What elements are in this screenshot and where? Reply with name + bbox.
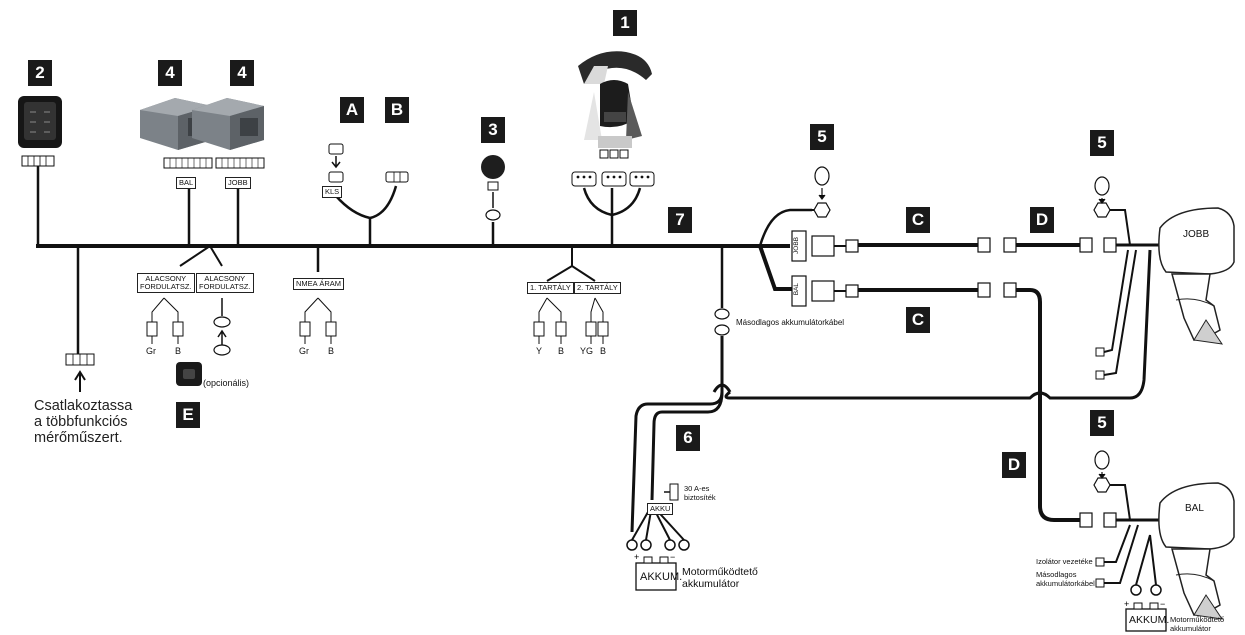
label-bal-connector: BAL xyxy=(793,283,800,296)
callout-1: 1 xyxy=(613,10,637,36)
callout-A: A xyxy=(340,97,364,123)
svg-text:+: + xyxy=(1124,599,1129,609)
outboard-engine-bal xyxy=(1158,482,1235,620)
callout-6: 6 xyxy=(676,425,700,451)
gauge-note-line-1: Csatlakoztassa xyxy=(34,398,133,414)
callout-5: 5 xyxy=(810,124,834,150)
battery-label-1: AKKUM. xyxy=(640,571,683,583)
svg-text:−: − xyxy=(670,552,675,562)
wire-yg: YG xyxy=(580,346,594,356)
callout-D: D xyxy=(1030,207,1054,233)
label-jobb-connector: JOBB xyxy=(793,237,800,254)
wire-gr: Gr xyxy=(299,346,309,356)
wire-b: B xyxy=(175,346,182,356)
engine-battery-2 xyxy=(1125,608,1167,632)
label-nmea: NMEA ÁRAM xyxy=(293,278,345,290)
engine-battery-2-note-line-2: akkumulátor xyxy=(1170,624,1211,633)
wire-y: Y xyxy=(536,346,543,356)
callout-E: E xyxy=(176,402,200,428)
control-head xyxy=(578,51,652,148)
engine-battery-note-line-2: akkumulátor xyxy=(682,578,740,590)
fuse-note-line-2: biztosíték xyxy=(684,493,716,502)
isolator-wire-note: Izolátor vezetéke xyxy=(1036,557,1093,566)
label-jobb-module: JOBB xyxy=(225,177,251,189)
wire-b: B xyxy=(328,346,335,356)
label-tank-2: 2. TARTÁLY xyxy=(574,282,621,294)
label-low-speed-1: ALACSONY FORDULATSZ. xyxy=(137,273,195,293)
callout-C: C xyxy=(906,207,930,233)
wire-b: B xyxy=(558,346,565,356)
label-low-speed-2: ALACSONY FORDULATSZ. xyxy=(196,273,254,293)
label-tank-1: 1. TARTÁLY xyxy=(527,282,574,294)
battery-label-2: AKKUM. xyxy=(1129,614,1170,626)
secondary-cable-note-line-1: Másodlagos xyxy=(1036,570,1077,579)
control-module-jobb xyxy=(192,98,264,150)
callout-7: 7 xyxy=(668,207,692,233)
label-bal-module: BAL xyxy=(176,177,197,189)
gauge-note-line-3: mérőműszert. xyxy=(34,430,123,446)
label-akku: AKKU xyxy=(647,503,674,515)
round-sensor xyxy=(481,155,505,179)
engine-battery-note-line-1: Motorműködtető xyxy=(682,566,758,578)
optional-note: (opcionális) xyxy=(203,378,250,388)
callout-4: 4 xyxy=(158,60,182,86)
outboard-engine-jobb xyxy=(1158,207,1235,345)
engine-label-jobb: JOBB xyxy=(1183,229,1210,240)
secondary-battery-cable-note: Másodlagos akkumulátorkábel xyxy=(736,318,845,327)
svg-text:+: + xyxy=(634,552,639,562)
callout-5: 5 xyxy=(1090,130,1114,156)
callout-4: 4 xyxy=(230,60,254,86)
svg-text:−: − xyxy=(1160,599,1165,609)
callout-D: D xyxy=(1002,452,1026,478)
wire-gr: Gr xyxy=(146,346,156,356)
label-kls: KLS xyxy=(322,186,343,198)
engine-battery-1 xyxy=(635,562,677,591)
gauge-note-line-2: a többfunkciós xyxy=(34,414,128,430)
engine-label-bal: BAL xyxy=(1185,503,1204,514)
callout-2: 2 xyxy=(28,60,52,86)
callout-C: C xyxy=(906,307,930,333)
wire-b: B xyxy=(600,346,607,356)
engine-battery-2-note-line-1: Motorműködtető xyxy=(1170,615,1225,624)
secondary-cable-note-line-2: akkumulátorkábel xyxy=(1036,579,1095,588)
callout-3: 3 xyxy=(481,117,505,143)
callout-5: 5 xyxy=(1090,410,1114,436)
callout-B: B xyxy=(385,97,409,123)
fuse-note-line-1: 30 A-es xyxy=(684,484,710,493)
